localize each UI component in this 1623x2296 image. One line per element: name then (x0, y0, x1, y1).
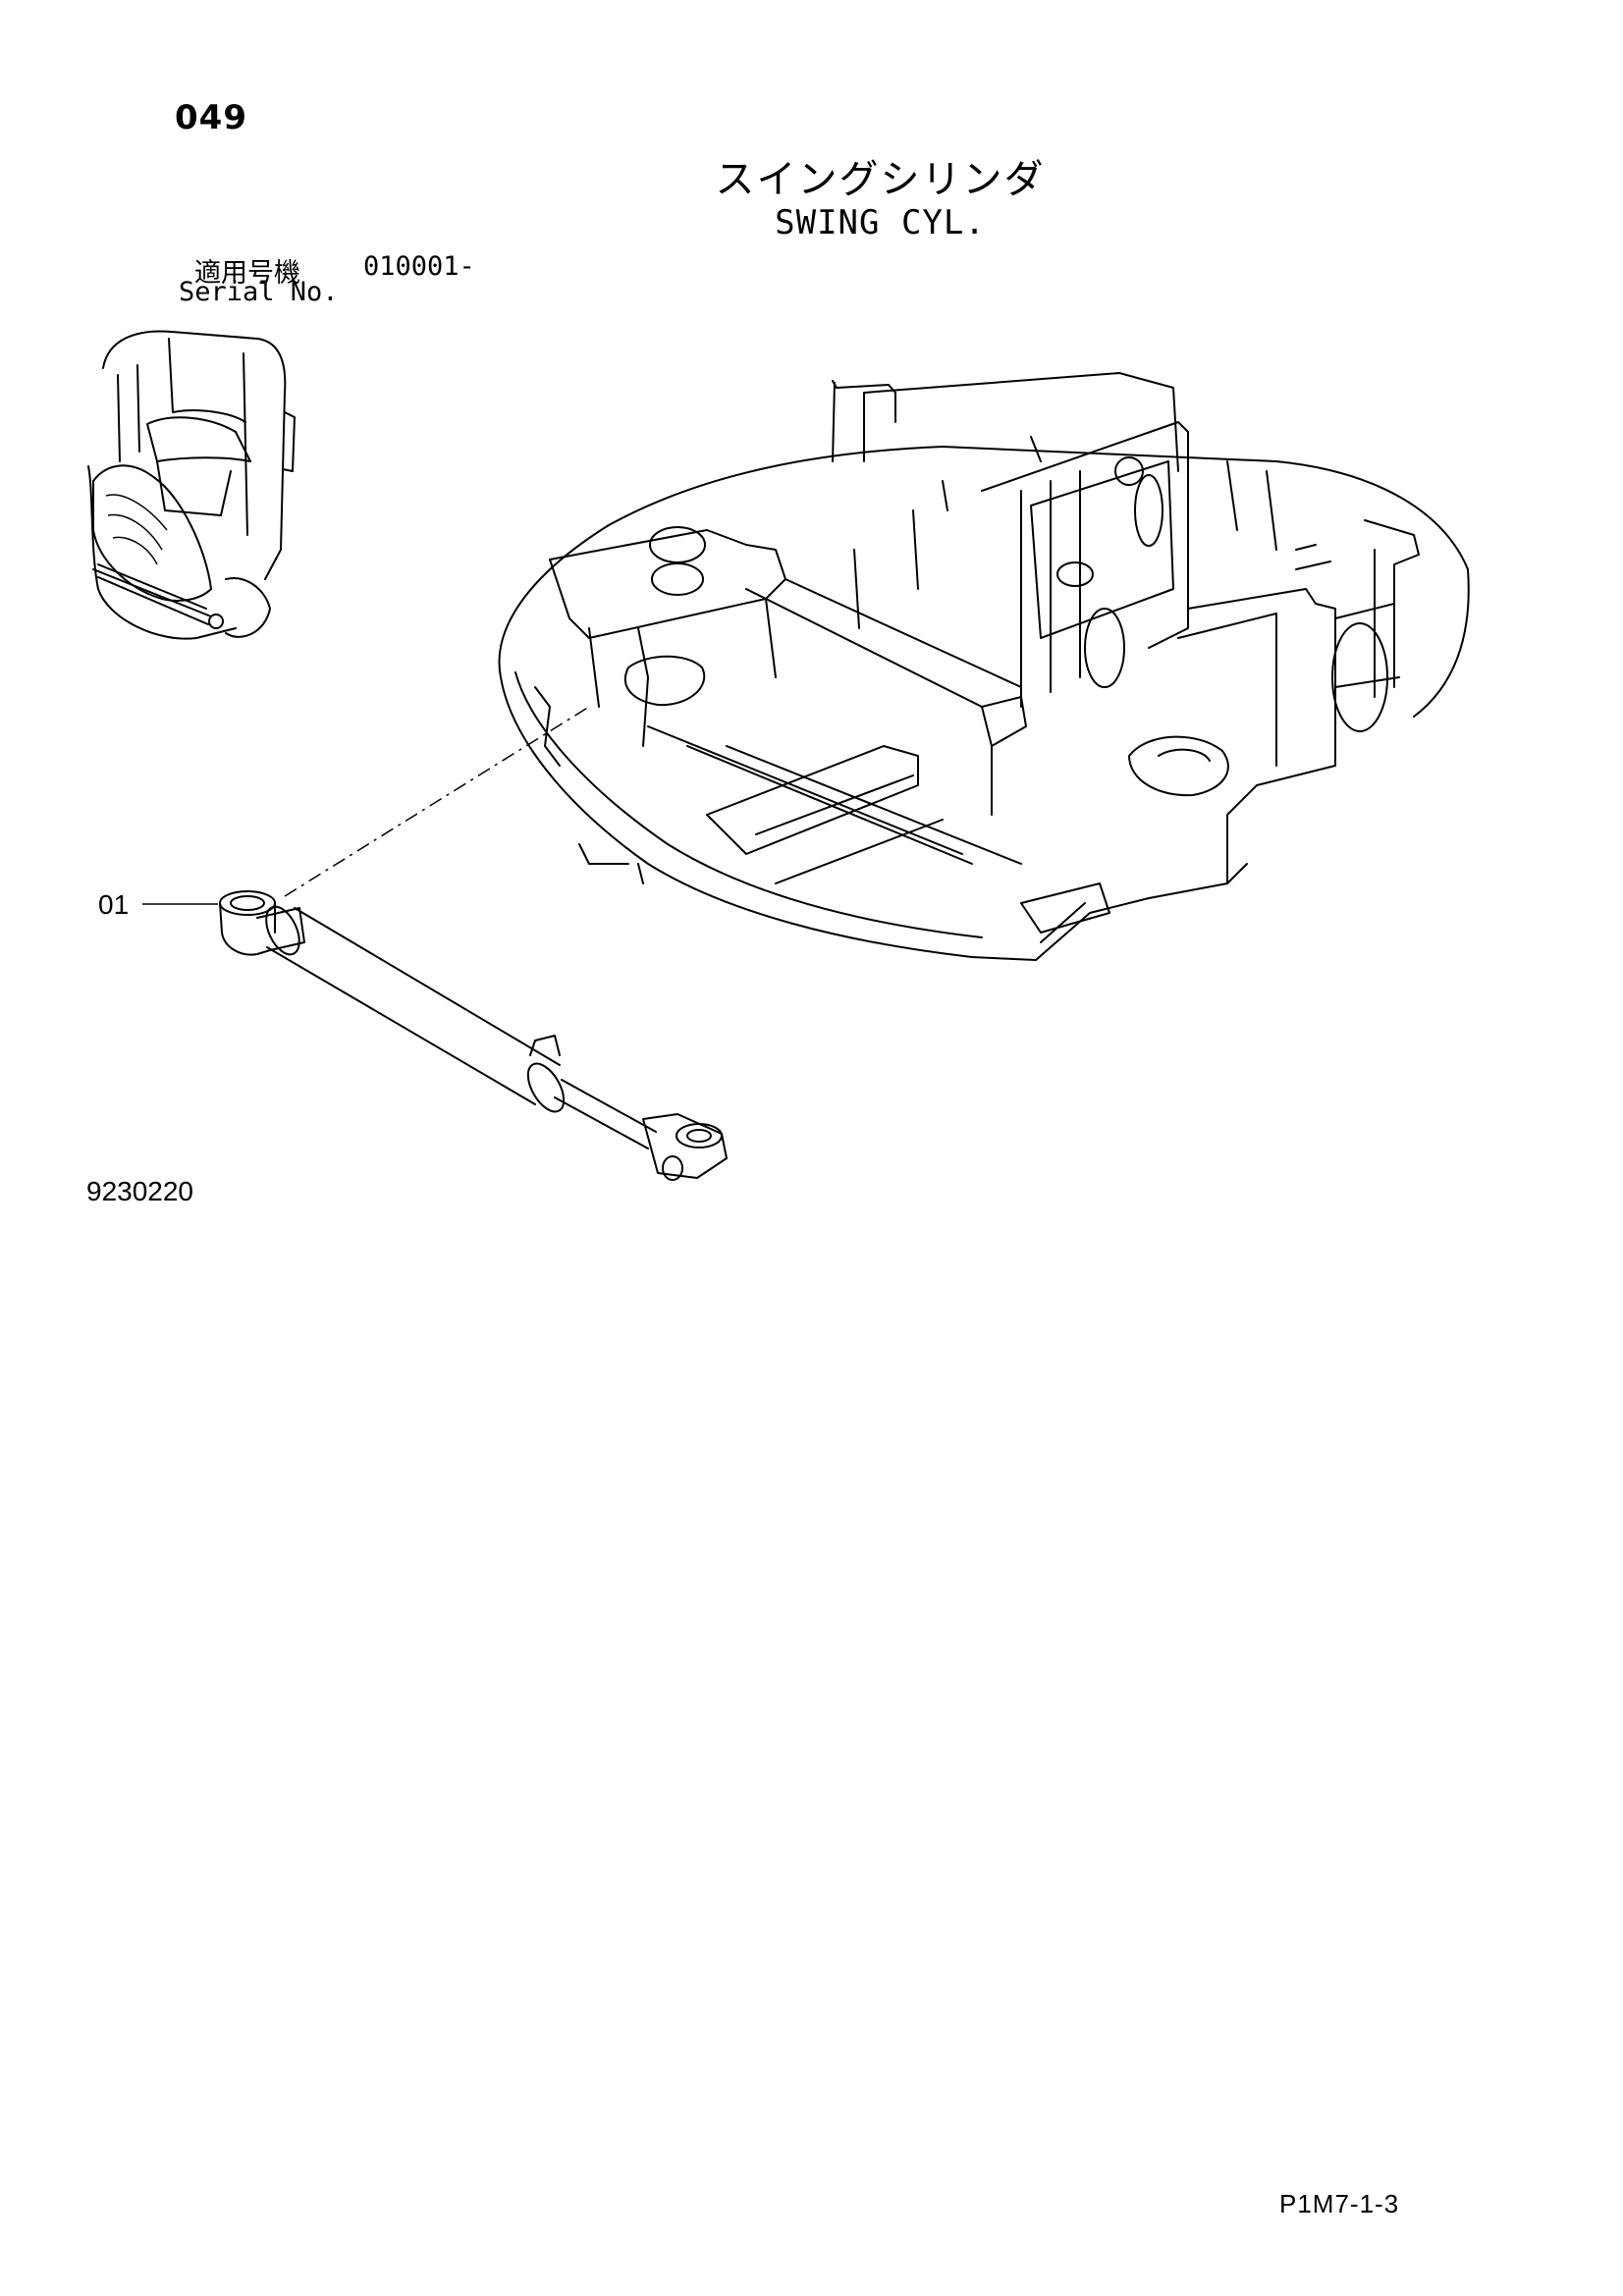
page-reference: P1M7-1-3 (1279, 2189, 1400, 2218)
title-japanese: スイングシリンダ (715, 157, 1046, 202)
page-number: 049 (175, 98, 247, 137)
swing-cylinder-drawing (219, 890, 728, 1181)
title-english: SWING CYL. (775, 203, 986, 242)
upper-frame-drawing (498, 372, 1470, 961)
serial-value: 010001- (363, 251, 475, 282)
serial-label-japanese: 適用号機 (194, 258, 300, 289)
assembly-line (284, 706, 590, 897)
serial-label-english: Serial No. (179, 277, 339, 307)
excavator-locator-icon (87, 330, 296, 640)
callout-label: 01 (98, 889, 130, 920)
drawing-number: 9230220 (86, 1176, 194, 1206)
